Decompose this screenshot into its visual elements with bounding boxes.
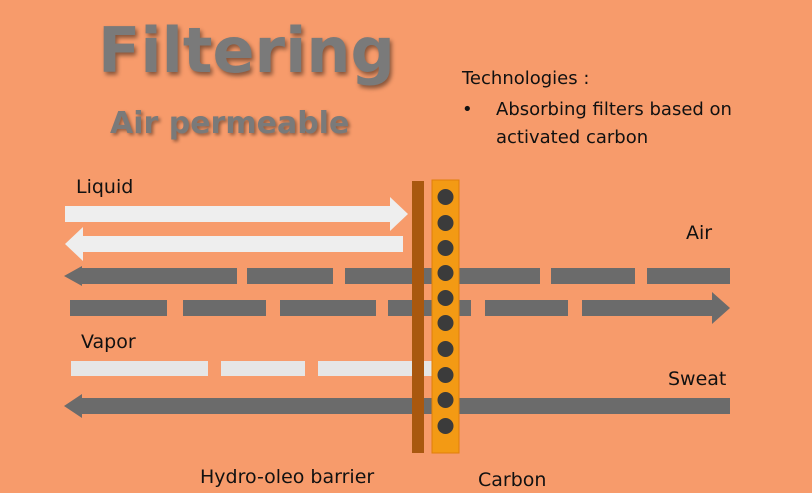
label-carbon: Carbon bbox=[478, 469, 547, 491]
air-arrow-left bbox=[64, 266, 730, 286]
label-hydro-oleo-barrier: Hydro-oleo barrier bbox=[200, 466, 375, 488]
technology-item: Absorbing filters based on activated car… bbox=[462, 96, 792, 152]
hydro-oleo-barrier bbox=[412, 181, 424, 453]
slide-title: Filtering bbox=[98, 14, 395, 87]
technologies-heading: Technologies : bbox=[462, 68, 590, 89]
label-vapor: Vapor bbox=[81, 331, 136, 353]
technologies-list: Absorbing filters based on activated car… bbox=[462, 96, 792, 152]
slide-subtitle: Air permeable bbox=[110, 106, 350, 141]
sweat-arrow-left bbox=[64, 394, 730, 418]
liquid-arrow-left bbox=[65, 227, 403, 261]
label-sweat: Sweat bbox=[668, 368, 727, 390]
label-air: Air bbox=[686, 222, 713, 244]
vapor-arrow-right bbox=[71, 354, 451, 382]
air-arrow-right bbox=[70, 292, 730, 324]
label-liquid: Liquid bbox=[76, 176, 134, 198]
liquid-arrow-right bbox=[65, 197, 408, 231]
carbon-layer bbox=[431, 179, 460, 454]
